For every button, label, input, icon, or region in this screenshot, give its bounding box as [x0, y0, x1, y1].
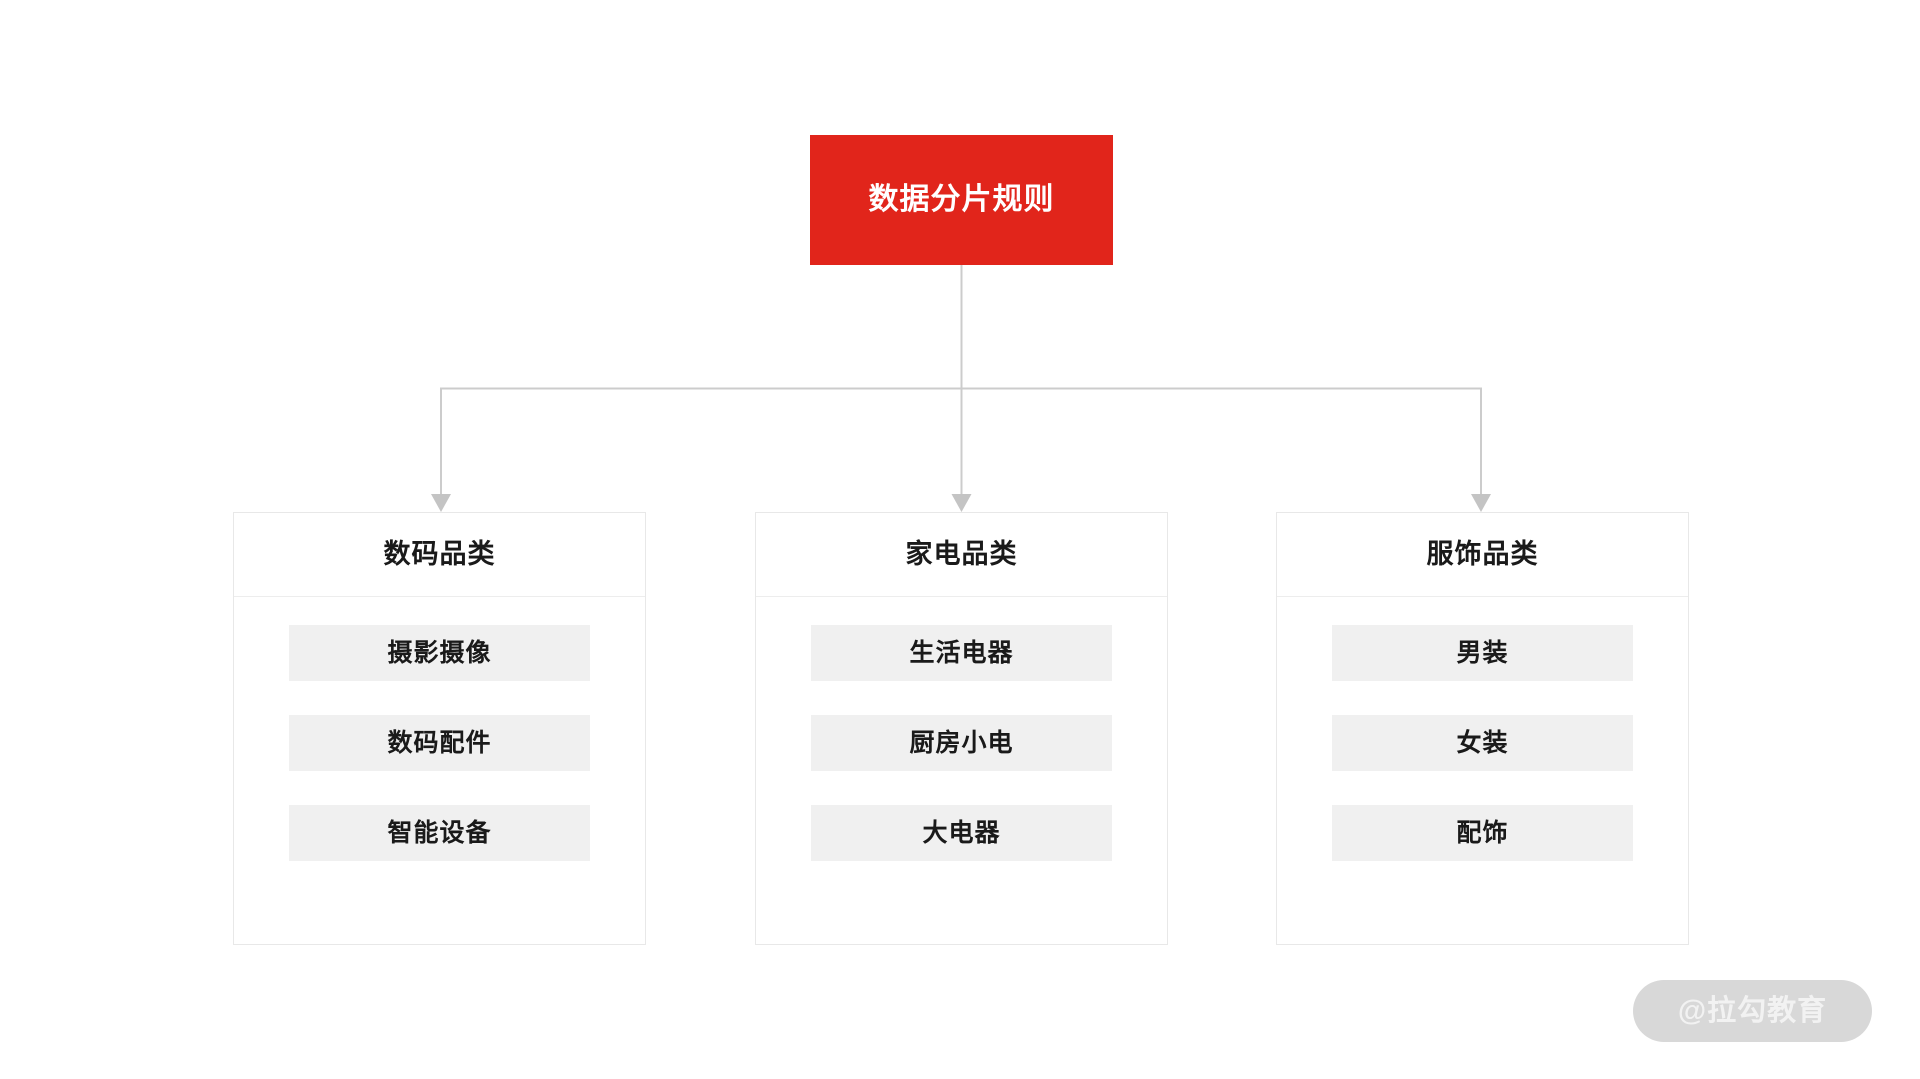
- category-item-chip[interactable]: 摄影摄像: [289, 625, 590, 681]
- arrowhead-icon-0: [431, 494, 451, 512]
- column-header-label: 家电品类: [905, 539, 1018, 569]
- category-item-label: 智能设备: [387, 818, 492, 847]
- category-item-label: 男装: [1456, 638, 1509, 667]
- category-column-apparel[interactable]: 服饰品类 男装 女装 配饰: [1276, 512, 1689, 945]
- root-node-label: 数据分片规则: [868, 183, 1055, 216]
- column-header-label: 数码品类: [383, 539, 496, 569]
- category-item-chip[interactable]: 智能设备: [289, 805, 590, 861]
- category-item-label: 生活电器: [909, 638, 1014, 667]
- column-body-appliance: 生活电器 厨房小电 大电器: [756, 597, 1167, 944]
- column-header-digital: 数码品类: [234, 513, 645, 597]
- category-item-chip[interactable]: 男装: [1332, 625, 1633, 681]
- category-item-chip[interactable]: 大电器: [811, 805, 1112, 861]
- category-item-chip[interactable]: 生活电器: [811, 625, 1112, 681]
- column-header-label: 服饰品类: [1426, 539, 1539, 569]
- category-item-label: 摄影摄像: [387, 638, 492, 667]
- category-item-label: 厨房小电: [909, 728, 1014, 757]
- category-item-label: 数码配件: [387, 728, 492, 757]
- column-body-apparel: 男装 女装 配饰: [1277, 597, 1688, 944]
- category-column-digital[interactable]: 数码品类 摄影摄像 数码配件 智能设备: [233, 512, 646, 945]
- column-body-digital: 摄影摄像 数码配件 智能设备: [234, 597, 645, 944]
- category-item-label: 大电器: [922, 818, 1001, 847]
- category-item-label: 配饰: [1456, 818, 1509, 847]
- category-item-chip[interactable]: 数码配件: [289, 715, 590, 771]
- category-item-chip[interactable]: 厨房小电: [811, 715, 1112, 771]
- category-item-label: 女装: [1456, 728, 1509, 757]
- category-item-chip[interactable]: 配饰: [1332, 805, 1633, 861]
- root-node[interactable]: 数据分片规则: [810, 135, 1113, 265]
- column-header-appliance: 家电品类: [756, 513, 1167, 597]
- arrowhead-icon-1: [951, 494, 972, 512]
- arrowhead-icon-2: [1471, 494, 1491, 512]
- watermark-badge: @拉勾教育: [1633, 980, 1872, 1042]
- watermark-label: @拉勾教育: [1677, 994, 1828, 1027]
- category-item-chip[interactable]: 女装: [1332, 715, 1633, 771]
- category-column-appliance[interactable]: 家电品类 生活电器 厨房小电 大电器: [755, 512, 1168, 945]
- column-header-apparel: 服饰品类: [1277, 513, 1688, 597]
